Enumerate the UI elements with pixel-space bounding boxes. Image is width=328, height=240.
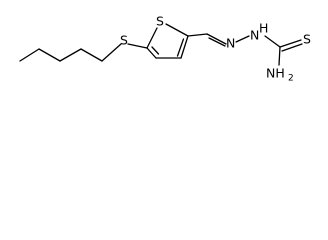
thiophene-sulfur-label: S [156,14,164,29]
imine-nitrogen-label: N [226,36,235,51]
pentyl-bond-5 [101,43,122,62]
thione-sulfur-label: S [303,32,311,47]
thioether-sulfur-label: S [120,33,128,48]
chemical-structure-diagram: S S N N H S NH 2 [19,14,311,84]
ring-double-bond-c2-c3 [176,38,185,57]
pentyl-bond-3 [59,48,82,62]
thione-double-bond-b [281,43,303,52]
ring-double-bond-c4-c5 [151,46,160,55]
hydrazine-hydrogen-label: H [259,21,268,36]
ring-bond-s1-c2 [165,23,189,37]
imine-double-bond-b [208,37,226,47]
ring-bond-c4-c5 [146,47,157,59]
pentyl-bond-4 [80,48,103,62]
ring-to-methine-bond [187,33,208,37]
pentyl-bond-1 [19,48,40,62]
thiocarbonyl-to-amine-bond [278,46,281,66]
hydrazine-nitrogen-label: N [250,28,259,43]
nh-to-thiocarbonyl-bond [264,35,281,48]
imine-double-bond-a [206,33,227,45]
amine-subscript-label: 2 [288,74,294,84]
hydrazine-bond [235,35,250,43]
thione-double-bond-a [279,39,302,48]
amine-label: NH [266,66,285,81]
ring-bond-c5-s1 [146,27,158,49]
thioether-ring-bond [127,43,148,49]
pentyl-bond-2 [38,48,61,62]
ring-bond-c2-c3 [180,35,189,59]
